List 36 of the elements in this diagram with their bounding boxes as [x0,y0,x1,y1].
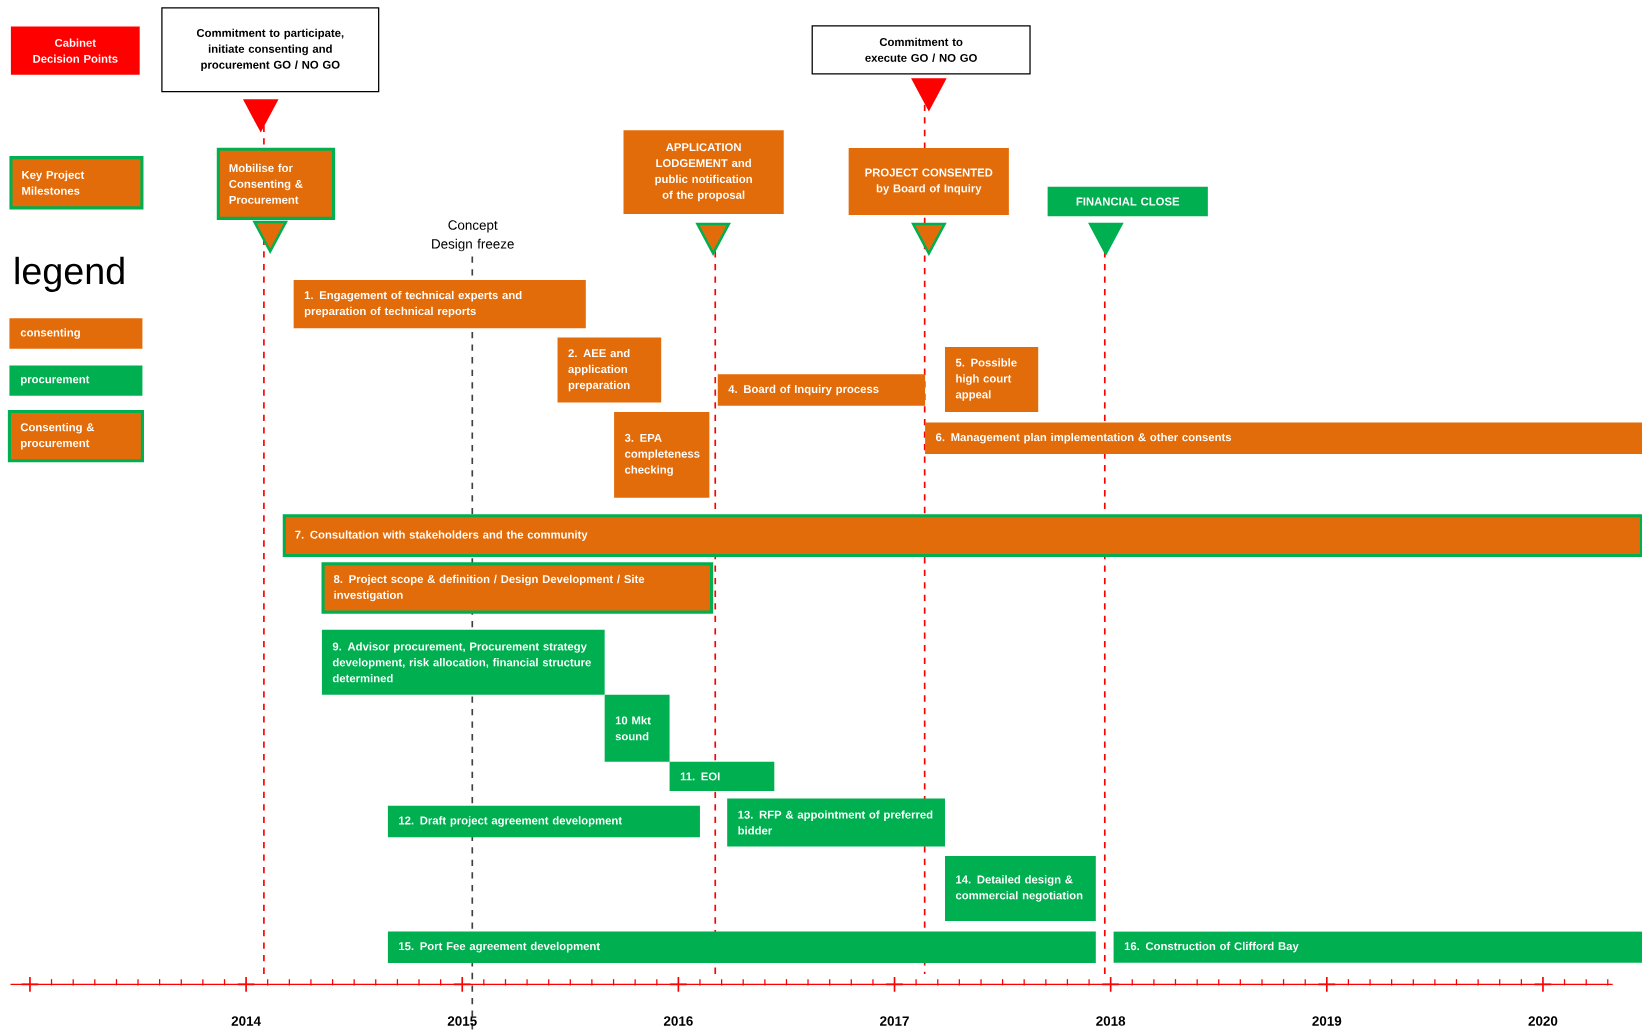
task-bar: 9. Advisor procurement, Procurement strategy development, risk allocation, financial structure determined [321,630,605,695]
task-bar: 8. Project scope & definition / Design Development / Site investigation [321,562,714,614]
milestone-box: PROJECT CONSENTED by Board of Inquiry [848,148,1009,216]
milestone-box: Mobilise for Consenting & Procurement [216,147,336,221]
milestone-box: FINANCIAL CLOSE [1047,187,1208,217]
year-label: 2018 [1096,1016,1126,1026]
task-bar: 1. Engagement of technical experts and preparation of technical reports [293,280,586,329]
task-bar: 14. Detailed design & commercial negotiation [945,856,1096,922]
year-label: 2019 [1312,1016,1342,1026]
year-label: 2014 [231,1016,261,1026]
task-bar: 15. Port Fee agreement development [387,931,1096,964]
year-label: 2016 [663,1016,693,1026]
milestone-key-box: Key Project Milestones [9,156,144,210]
task-bar: 5. Possible high court appeal [945,347,1039,413]
year-label: 2017 [880,1016,909,1026]
task-bar: 11. EOI [669,761,775,792]
decision-box: Commitment to execute GO / NO GO [811,25,1031,75]
task-bar: 6. Management plan implementation & other consents [925,422,1642,455]
legend-item: Consenting & procurement [7,410,144,463]
task-bar: 7. Consultation with stakeholders and the community [282,514,1642,558]
decision-box: Commitment to participate, initiate consenting and procurement GO / NO GO [161,7,380,93]
legend-item: procurement [9,365,143,397]
task-bar: 13. RFP & appointment of preferred bidder [727,798,945,847]
year-label: 2015 [447,1016,477,1026]
task-bar: 2. AEE and application preparation [557,337,662,403]
year-label: 2020 [1528,1016,1558,1026]
task-bar: 3. EPA completeness checking [614,412,710,499]
task-bar: 16. Construction of Clifford Bay [1113,931,1642,964]
decision-key-box: Cabinet Decision Points [10,26,140,75]
task-bar: 4. Board of Inquiry process [717,374,926,406]
legend-item: consenting [9,318,143,349]
milestone-box: APPLICATION LODGEMENT and public notification of the proposal [623,130,784,215]
milestone-label: Concept Design freeze [432,220,514,252]
legend-heading: legend [15,257,124,293]
task-bar: 10 Mkt sound [604,694,670,762]
task-bar: 12. Draft project agreement development [387,805,700,838]
